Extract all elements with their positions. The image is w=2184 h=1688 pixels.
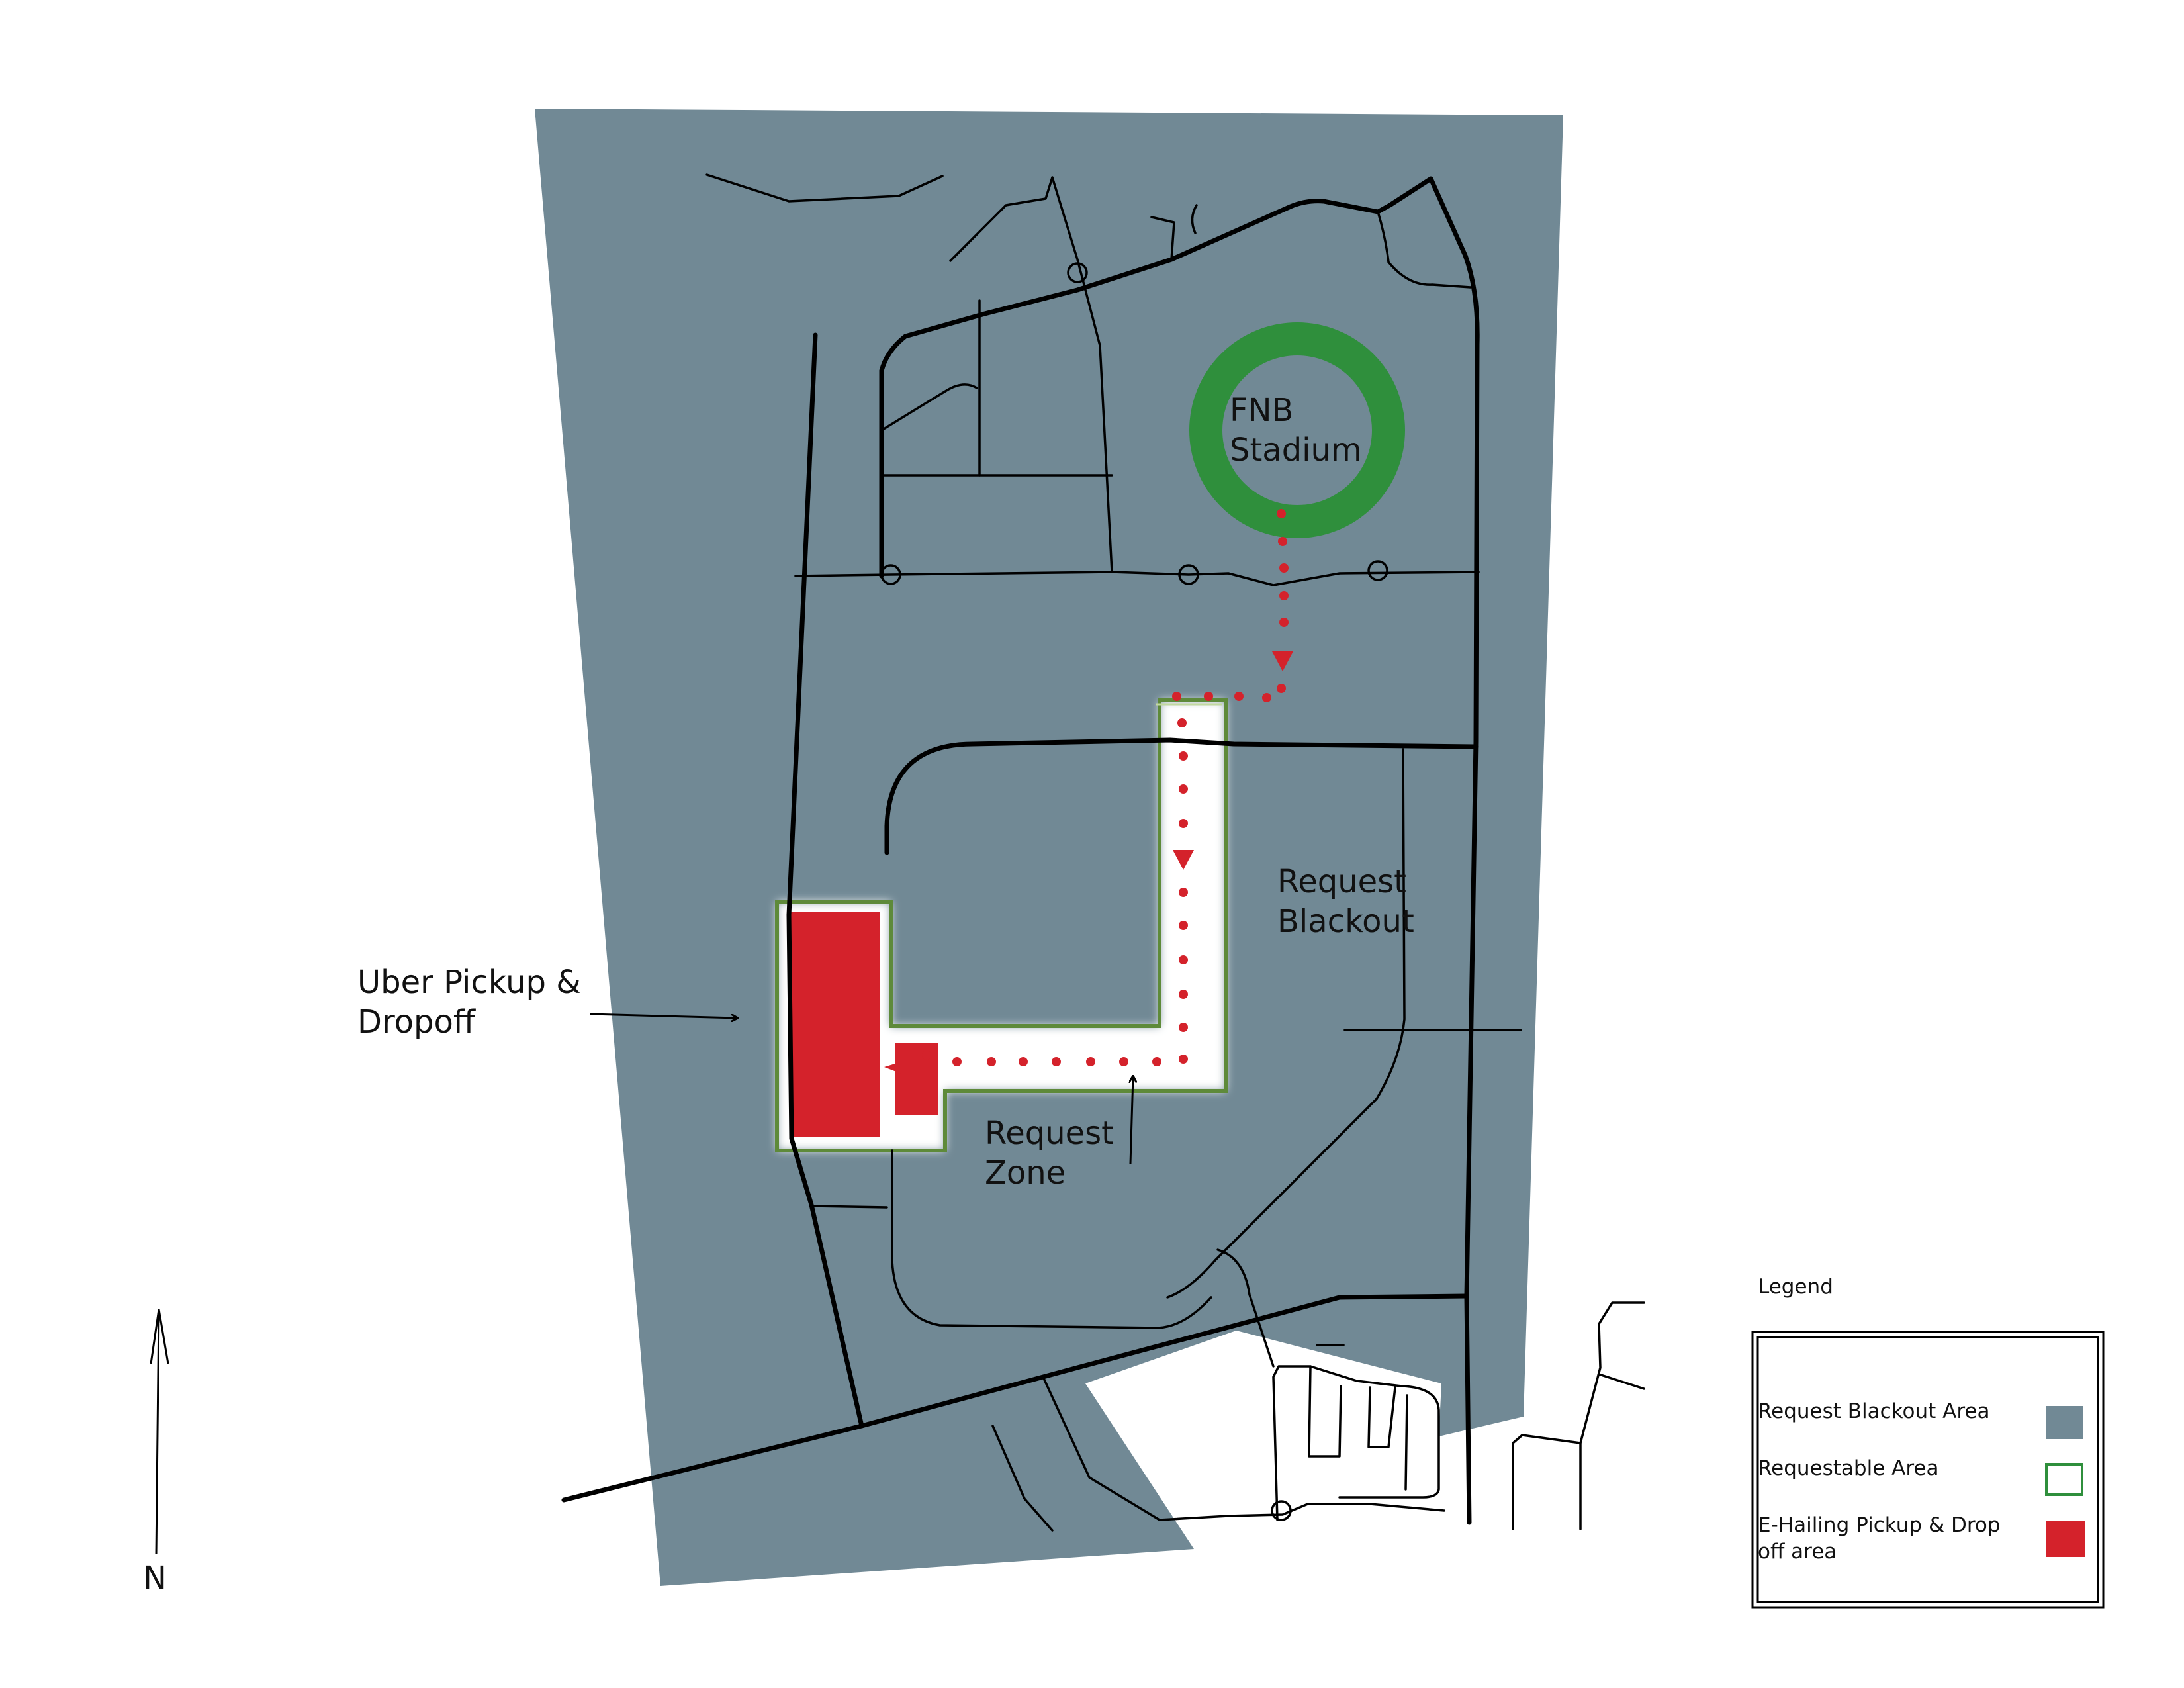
- stadium-ring: [1189, 322, 1405, 538]
- stadium-label-2: Stadium: [1230, 432, 1362, 469]
- zone-label-2: Zone: [985, 1154, 1066, 1192]
- pickup-area-small: [895, 1043, 938, 1115]
- legend-title: Legend: [1758, 1275, 1833, 1299]
- pickup-area-main: [790, 912, 880, 1137]
- legend-item-requestable: Requestable Area: [1758, 1456, 1938, 1480]
- legend-swatch-blackout: [2046, 1406, 2083, 1439]
- legend-swatch-pickup: [2046, 1521, 2085, 1557]
- zone-pointer-arrow: [1130, 1076, 1133, 1164]
- legend-item-pickup-2: off area: [1758, 1540, 1837, 1564]
- route-arrow-2: [1173, 850, 1194, 870]
- blackout-label-1: Request: [1277, 863, 1406, 900]
- walking-route: [884, 509, 1293, 1074]
- north-label: N: [143, 1560, 167, 1597]
- road-network: [561, 173, 1645, 1532]
- north-arrow: N: [143, 1309, 169, 1597]
- requestable-area: [775, 698, 1228, 1152]
- uber-label-2: Dropoff: [357, 1004, 476, 1041]
- legend-item-pickup-1: E-Hailing Pickup & Drop: [1758, 1513, 2001, 1537]
- uber-label-1: Uber Pickup &: [357, 964, 581, 1001]
- stadium-label-1: FNB: [1230, 392, 1293, 429]
- zone-label-1: Request: [985, 1115, 1114, 1152]
- uber-pointer-arrow: [590, 1013, 737, 1018]
- route-arrow-1: [1272, 651, 1293, 671]
- blackout-area: [535, 109, 1563, 1586]
- legend-swatch-requestable: [2045, 1463, 2083, 1496]
- blackout-label-2: Blackout: [1277, 903, 1414, 940]
- route-arrow-3: [884, 1062, 901, 1074]
- legend: Legend Request Blackout Area Requestable…: [1751, 1275, 2105, 1609]
- legend-item-blackout: Request Blackout Area: [1758, 1399, 1990, 1423]
